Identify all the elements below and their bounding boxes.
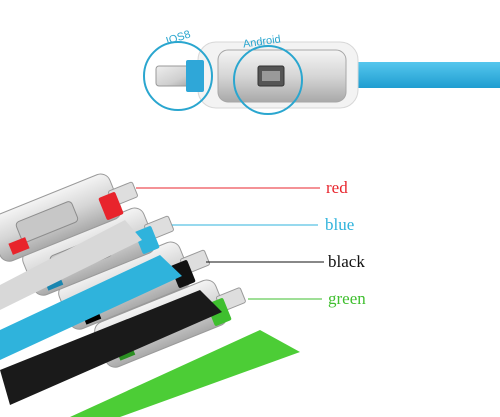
cable-red [0, 173, 142, 310]
label-red: red [326, 178, 348, 197]
label-blue: blue [325, 215, 355, 234]
ios-callout-circle [143, 41, 213, 111]
top-connector [155, 41, 500, 109]
android-callout-circle [233, 45, 303, 115]
label-green: green [328, 289, 366, 308]
label-black: black [328, 252, 365, 271]
